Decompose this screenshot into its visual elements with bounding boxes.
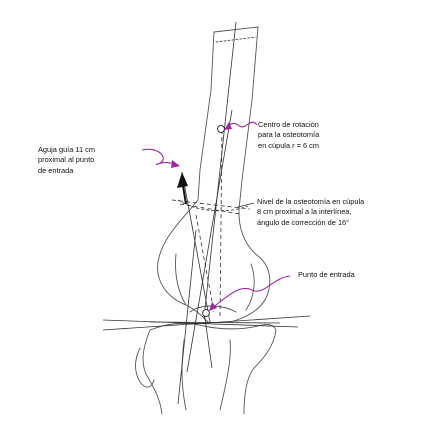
- entry-point-label-line-1: Punto de entrada: [298, 270, 355, 279]
- guide-needle-line: [181, 171, 211, 323]
- lower-axis-dashed: [195, 214, 215, 313]
- femur-shaft-left-edge: [197, 31, 215, 201]
- medial-condyle-outline: [157, 199, 209, 323]
- rotation-center-label-line-1: Centro de rotación: [258, 120, 319, 129]
- guide-needle-label-line-1: Aguja guía 11 cm: [38, 145, 95, 154]
- lateral-condyle-outline: [229, 199, 271, 323]
- rotation-center-label-line-3: en cúpula r = 6 cm: [258, 140, 320, 150]
- tibia-right-outline: [243, 329, 277, 415]
- rotation-center-circle: [217, 125, 225, 133]
- tibial-spine-left: [181, 339, 187, 411]
- condyle-inner-line: [245, 263, 255, 311]
- entry-point-circle: [202, 309, 210, 317]
- fibula-head: [135, 347, 155, 388]
- tibial-axis-line: [203, 311, 213, 369]
- dome-arc-dashed: [179, 203, 241, 215]
- plateau-line: [149, 321, 281, 324]
- femur-shaft-right-edge: [239, 26, 259, 201]
- entry-point-label: Punto de entrada: [298, 270, 355, 280]
- osteotomy-level-dashed: [171, 199, 251, 210]
- rotation-center-arrowhead: [224, 122, 232, 130]
- entry-point-arrow: [211, 275, 291, 309]
- joint-line-2: [102, 315, 311, 331]
- osteotomy-level-label-line-3: ángulo de corrección de 16°: [257, 217, 350, 227]
- long-oblique-line: [177, 229, 197, 405]
- osteotomy-dome-arc: [177, 199, 249, 212]
- entry-point-arrowhead: [209, 302, 217, 311]
- rotation-center-label-line-2: para la osteotomía: [258, 130, 320, 140]
- guide-needle-arrowhead-purple: [171, 160, 180, 168]
- guide-needle-arrow: [141, 148, 175, 165]
- level-leader-line: [237, 202, 255, 208]
- osteotomy-level-label-line-2: 8 cm proximal a la interlínea,: [257, 207, 352, 217]
- tibia-left-outline: [142, 329, 163, 415]
- osteotomy-level-label-line-1: Nivel de la osteotomía en cúpula: [257, 197, 365, 206]
- femur-shaft-top-edge: [213, 26, 259, 33]
- guide-needle-label-line-2: proximal al punto: [38, 155, 95, 165]
- femur-upper-cut-dashed: [215, 36, 257, 43]
- osteotomy-level-label: Nivel de la osteotomía en cúpula 8 cm pr…: [257, 197, 364, 228]
- guide-needle-shaft: [181, 179, 187, 205]
- center-axis-dashed: [219, 129, 223, 317]
- mechanical-axis-line: [203, 21, 237, 319]
- rotation-center-label: Centro de rotación para la osteotomía en…: [258, 120, 319, 151]
- guide-needle-label-line-3: de entrada: [38, 165, 74, 175]
- rotation-center-arrow: [226, 121, 258, 128]
- intercondylar-notch: [175, 253, 187, 306]
- tibial-spine-right: [219, 339, 231, 411]
- anatomic-axis-line: [186, 109, 233, 373]
- tibial-plateau: [149, 322, 277, 331]
- guide-needle-label: Aguja guía 11 cm proximal al punto de en…: [38, 145, 95, 176]
